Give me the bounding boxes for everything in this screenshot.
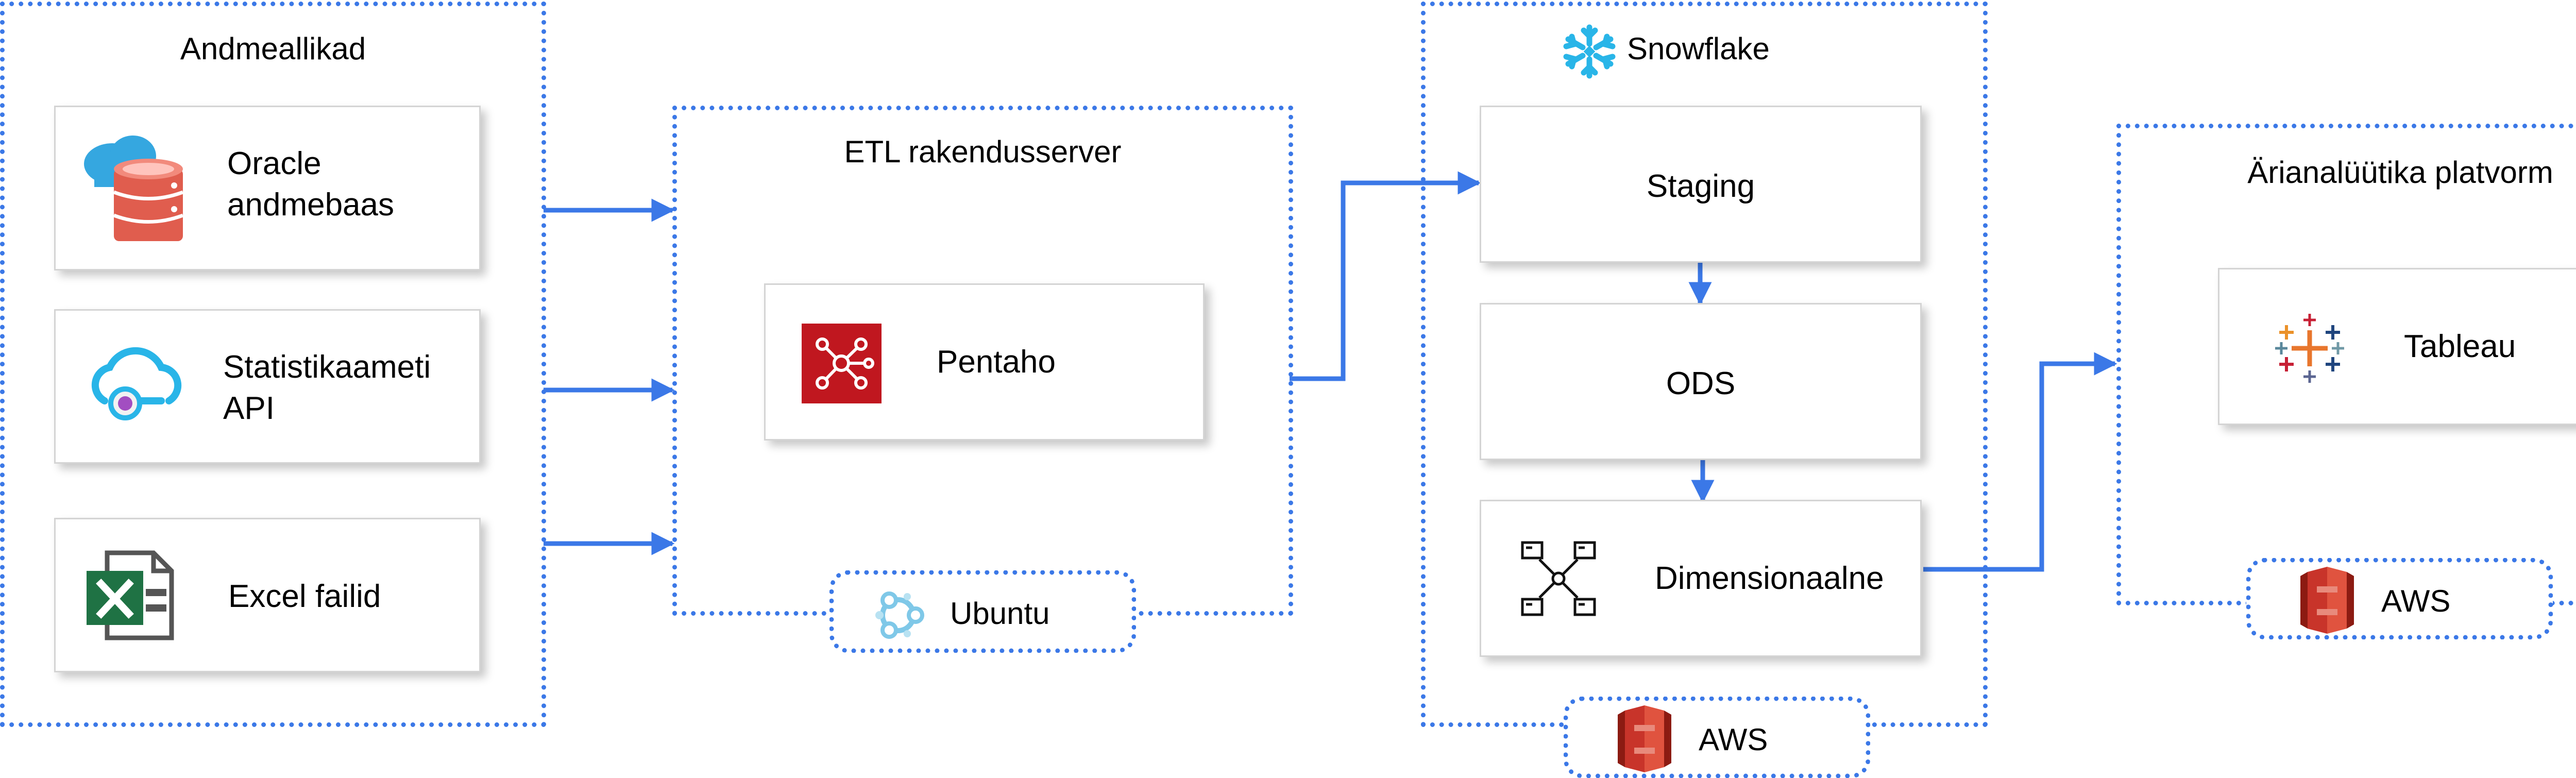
ubuntu-label: Ubuntu	[950, 596, 1050, 631]
bi-platform-title: Ärianalüütika platvorm	[2247, 155, 2553, 190]
database-cloud-icon	[84, 136, 184, 241]
arrow-etl-staging	[1290, 171, 1481, 381]
data-sources-title: Andmeallikad	[180, 31, 366, 66]
ods-label: ODS	[1666, 366, 1736, 401]
oracle-db-box[interactable]: Oracle andmebaas	[54, 106, 481, 270]
excel-label: Excel failid	[228, 579, 381, 614]
star-schema-icon	[1521, 541, 1596, 616]
arrow-dim-bi	[1923, 352, 2117, 572]
ubuntu-badge[interactable]: Ubuntu	[829, 570, 1136, 653]
cloud-api-icon	[91, 347, 182, 420]
tableau-icon	[2275, 314, 2344, 383]
ubuntu-icon	[875, 591, 924, 639]
oracle-label: Oracle andmebaas	[227, 143, 394, 226]
oracle-label-line2: andmebaas	[227, 187, 395, 223]
oracle-label-line1: Oracle	[227, 146, 321, 181]
staging-label: Staging	[1646, 168, 1755, 204]
dimensional-label: Dimensionaalne	[1655, 561, 1884, 596]
snowflake-aws-label: AWS	[1699, 722, 1768, 757]
snowflake-aws-badge[interactable]: AWS	[1564, 697, 1870, 778]
pentaho-box[interactable]: Pentaho	[764, 283, 1205, 441]
pentaho-icon	[802, 324, 882, 403]
stat-label-line2: API	[223, 391, 275, 426]
staging-box[interactable]: Staging	[1480, 106, 1922, 263]
ods-box[interactable]: ODS	[1480, 303, 1922, 460]
tableau-box[interactable]: Tableau	[2218, 268, 2576, 425]
data-sources-group	[0, 2, 546, 727]
aws-s3-icon	[2300, 567, 2354, 634]
tableau-label: Tableau	[2404, 329, 2516, 364]
aws-s3-icon	[1618, 705, 1671, 772]
snowflake-title: Snowflake	[1627, 31, 1770, 66]
etl-server-title: ETL rakendusserver	[844, 134, 1122, 169]
stat-label-line1: Statistikaameti	[223, 349, 431, 385]
excel-box[interactable]: Excel failid	[54, 518, 481, 672]
bi-aws-label: AWS	[2381, 584, 2451, 618]
statistics-api-box[interactable]: Statistikaameti API	[54, 309, 481, 464]
excel-icon	[87, 550, 174, 640]
snowflake-icon	[1563, 24, 1616, 79]
dimensional-box[interactable]: Dimensionaalne	[1480, 500, 1922, 657]
bi-aws-badge[interactable]: AWS	[2246, 558, 2553, 639]
stat-label: Statistikaameti API	[223, 347, 431, 429]
pentaho-label: Pentaho	[937, 344, 1056, 380]
